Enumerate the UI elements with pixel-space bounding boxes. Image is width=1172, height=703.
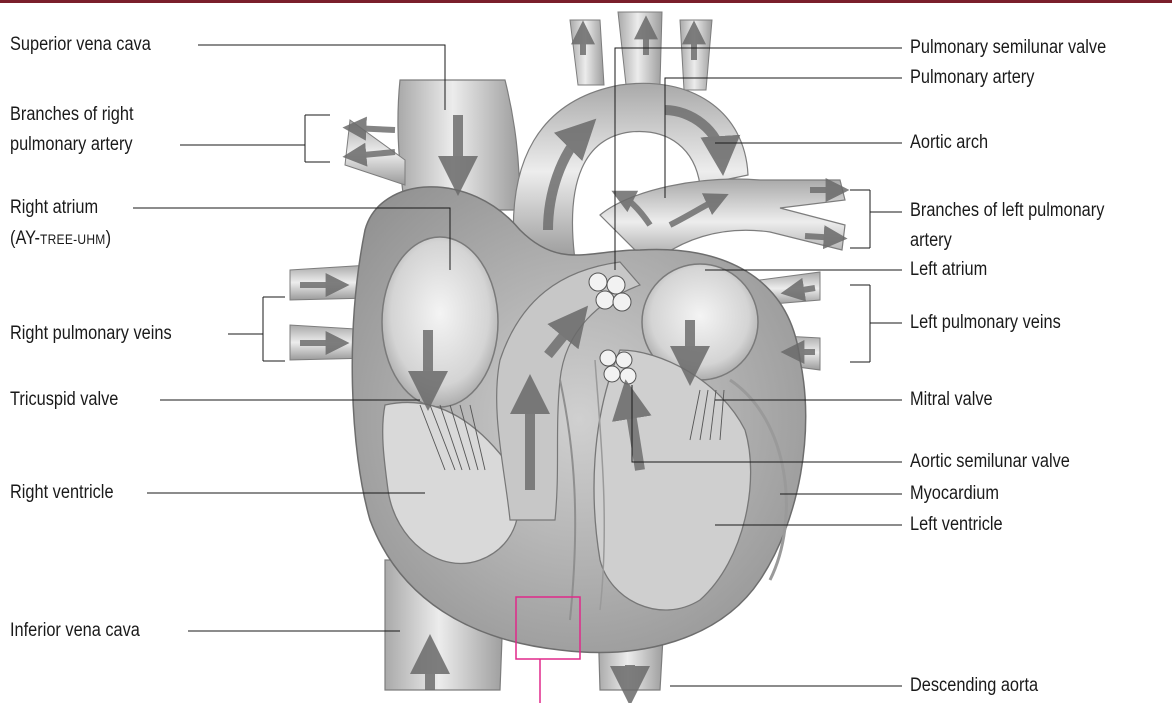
label-mitral-valve: Mitral valve xyxy=(910,387,993,413)
label-descending-aorta: Descending aorta xyxy=(910,673,1038,699)
label-branches-left-pa-2: artery xyxy=(910,228,952,254)
label-myocardium: Myocardium xyxy=(910,481,999,507)
label-right-atrium: Right atrium xyxy=(10,195,98,221)
label-left-pulmonary-veins: Left pulmonary veins xyxy=(910,310,1061,336)
label-right-atrium-pronunciation: (AY-TREE-UHM) xyxy=(10,226,111,252)
label-aortic-arch: Aortic arch xyxy=(910,130,988,156)
label-pulmonary-semilunar-valve: Pulmonary semilunar valve xyxy=(910,35,1106,61)
label-superior-vena-cava: Superior vena cava xyxy=(10,32,151,58)
label-left-atrium: Left atrium xyxy=(910,257,987,283)
label-branches-left-pa-1: Branches of left pulmonary xyxy=(910,198,1104,224)
label-branches-right-pa-1: Branches of right xyxy=(10,102,134,128)
label-pulmonary-artery: Pulmonary artery xyxy=(910,65,1034,91)
label-branches-right-pa-2: pulmonary artery xyxy=(10,132,133,158)
label-tricuspid-valve: Tricuspid valve xyxy=(10,387,118,413)
label-inferior-vena-cava: Inferior vena cava xyxy=(10,618,140,644)
label-aortic-semilunar-valve: Aortic semilunar valve xyxy=(910,449,1070,475)
label-left-ventricle: Left ventricle xyxy=(910,512,1003,538)
label-right-pulmonary-veins: Right pulmonary veins xyxy=(10,321,172,347)
label-right-ventricle: Right ventricle xyxy=(10,480,114,506)
